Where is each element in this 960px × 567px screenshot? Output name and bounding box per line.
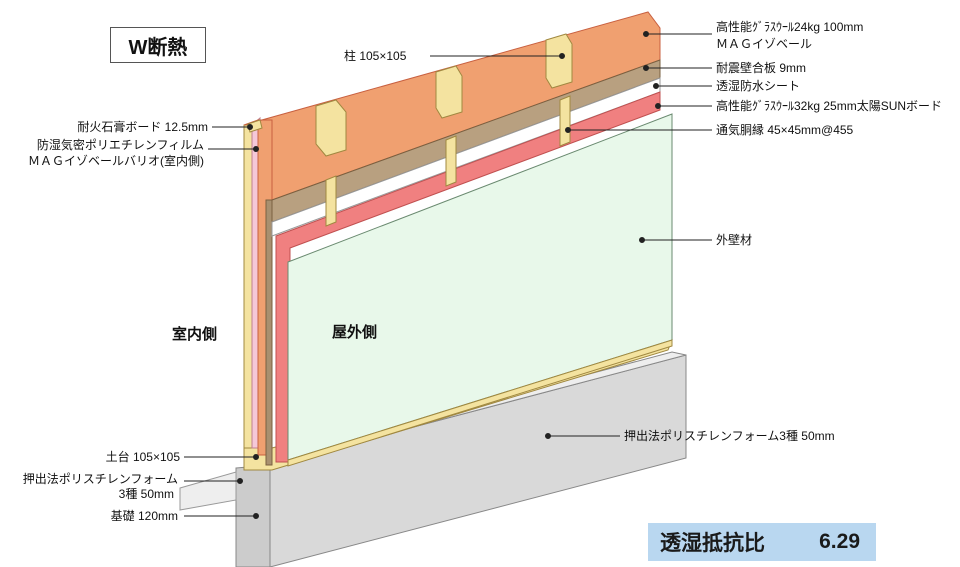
label-breather-sheet: 透湿防水シート [716, 79, 801, 93]
label-vapor-film: 防湿気密ポリエチレンフィルム [36, 138, 204, 152]
moisture-resistance-ratio: 透湿抵抗比 6.29 [648, 523, 876, 561]
label-furring: 通気胴縁 45×45mm@455 [716, 123, 854, 137]
ratio-label: 透湿抵抗比 [660, 532, 765, 555]
studs [315, 33, 573, 157]
leader-lines [184, 31, 712, 519]
furring-strips [325, 95, 571, 227]
label-plywood: 耐震壁合板 9mm [716, 61, 807, 75]
plywood-front-edge [265, 199, 273, 466]
label-glasswool-32kg: 高性能ｸﾞﾗｽｳｰﾙ32kg 25mm太陽SUNボード [716, 99, 943, 113]
label-glasswool-24kg: 高性能ｸﾞﾗｽｳｰﾙ24kg 100mm [716, 20, 864, 34]
label-hashira: 柱 105×105 [344, 49, 407, 63]
label-glasswool-24kg-maker: ＭＡＧイゾベール [716, 37, 813, 51]
label-xps-under: 押出法ポリスチレンフォーム [22, 472, 178, 486]
sun-board [275, 91, 661, 463]
ratio-value: 6.29 [819, 530, 860, 553]
label-xps-under-grade: 3種 50mm [118, 487, 174, 501]
label-outdoor-side: 屋外側 [332, 324, 378, 341]
label-gypsum-board: 耐火石膏ボード 12.5mm [77, 120, 208, 134]
label-vapor-film-maker: ＭＡＧイゾベールバリオ(室内側) [28, 154, 204, 168]
gypsum-board-edge [243, 124, 253, 449]
label-indoor-side: 室内側 [172, 326, 218, 343]
xps-under-slab [179, 471, 237, 511]
label-siding: 外壁材 [716, 233, 753, 247]
label-foundation: 基礎 120mm [110, 509, 178, 523]
siding-bottom-edge [287, 339, 673, 467]
label-xps-3shu: 押出法ポリスチレンフォーム3種 50mm [624, 429, 835, 443]
label-sill: 土台 105×105 [105, 450, 180, 464]
diagram-title: W断熱 [110, 27, 206, 63]
